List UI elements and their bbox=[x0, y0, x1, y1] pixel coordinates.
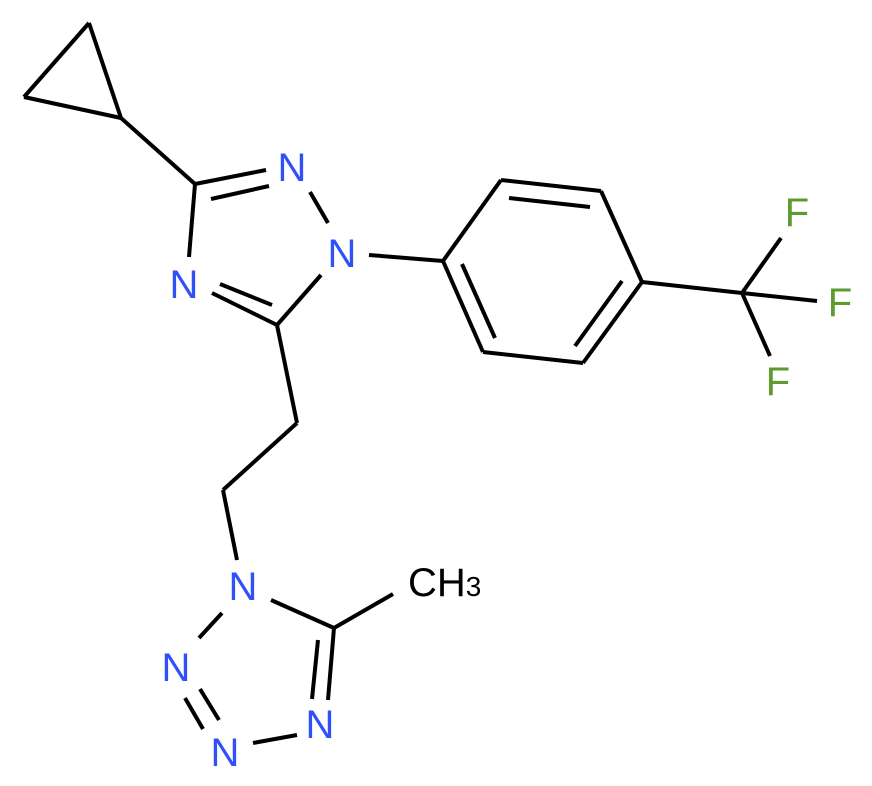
nitrogen-atom-label: N bbox=[211, 731, 240, 775]
fluorine-atom-label: F bbox=[766, 360, 790, 404]
fluorine-atom-label: F bbox=[828, 281, 852, 325]
nitrogen-atom-label: N bbox=[306, 703, 335, 747]
methyl-main: CH bbox=[408, 561, 466, 605]
atom-labels: N N N F F F N N N N CH3 bbox=[162, 146, 853, 775]
nitrogen-atom-label: N bbox=[278, 146, 307, 190]
phenyl-ring bbox=[441, 178, 644, 365]
nitrogen-atom-label: N bbox=[162, 646, 191, 690]
cyclopropyl-group bbox=[22, 21, 197, 186]
fluorine-atom-label: F bbox=[785, 191, 809, 235]
trifluoromethyl-group bbox=[641, 236, 818, 357]
methyl-subscript: 3 bbox=[466, 571, 482, 602]
tetrazole-ring bbox=[183, 592, 394, 745]
nitrogen-atom-label: N bbox=[328, 232, 357, 276]
methyl-label: CH3 bbox=[408, 561, 481, 605]
nitrogen-atom-label: N bbox=[170, 263, 199, 307]
ethyl-linker bbox=[221, 324, 299, 561]
triazole-ring bbox=[187, 168, 444, 327]
nitrogen-atom-label: N bbox=[229, 565, 258, 609]
